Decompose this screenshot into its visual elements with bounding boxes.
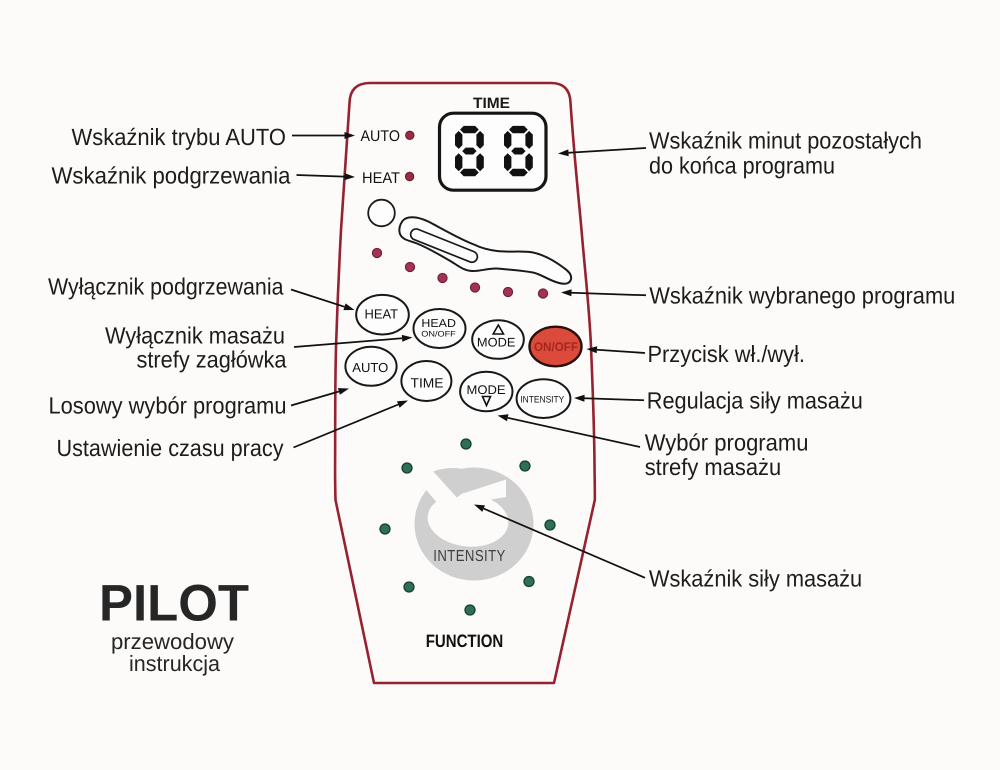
svg-text:ON/OFF: ON/OFF	[421, 330, 456, 339]
svg-text:Wyłącznik masażu: Wyłącznik masażu	[105, 323, 285, 349]
svg-text:TIME: TIME	[473, 95, 510, 112]
svg-text:AUTO: AUTO	[361, 128, 401, 145]
svg-text:Ustawienie czasu pracy: Ustawienie czasu pracy	[57, 435, 284, 461]
svg-text:Wskaźnik podgrzewania: Wskaźnik podgrzewania	[52, 163, 292, 189]
svg-text:Wskaźnik trybu AUTO: Wskaźnik trybu AUTO	[72, 124, 287, 150]
svg-text:Wyłącznik podgrzewania: Wyłącznik podgrzewania	[48, 274, 284, 300]
svg-text:INTENSITY: INTENSITY	[520, 395, 565, 406]
svg-text:HEAD: HEAD	[421, 318, 456, 330]
svg-text:Wskaźnik siły masażu: Wskaźnik siły masażu	[649, 565, 862, 591]
svg-text:instrukcja: instrukcja	[129, 651, 221, 676]
svg-text:Przycisk wł./wył.: Przycisk wł./wył.	[648, 341, 806, 367]
svg-text:Wskaźnik wybranego programu: Wskaźnik wybranego programu	[649, 283, 955, 309]
svg-text:Regulacja siły masażu: Regulacja siły masażu	[647, 388, 863, 414]
svg-text:MODE: MODE	[477, 336, 516, 350]
svg-text:przewodowy: przewodowy	[111, 629, 234, 654]
svg-text:strefy masażu: strefy masażu	[645, 454, 782, 480]
svg-text:HEAT: HEAT	[365, 307, 399, 322]
svg-text:strefy zagłówka: strefy zagłówka	[137, 347, 288, 373]
svg-text:AUTO: AUTO	[352, 360, 388, 375]
svg-text:HEAT: HEAT	[362, 170, 400, 187]
svg-text:INTENSITY: INTENSITY	[433, 548, 506, 565]
svg-text:ON/OFF: ON/OFF	[534, 340, 578, 354]
svg-text:Wskaźnik minut pozostałych: Wskaźnik minut pozostałych	[649, 128, 922, 154]
svg-text:MODE: MODE	[467, 383, 506, 397]
svg-text:TIME: TIME	[411, 376, 444, 391]
svg-text:Wybór programu: Wybór programu	[645, 430, 809, 456]
svg-text:FUNCTION: FUNCTION	[426, 631, 504, 651]
svg-text:PILOT: PILOT	[99, 574, 249, 632]
svg-text:Losowy wybór programu: Losowy wybór programu	[49, 393, 287, 419]
svg-text:do końca programu: do końca programu	[649, 153, 835, 179]
